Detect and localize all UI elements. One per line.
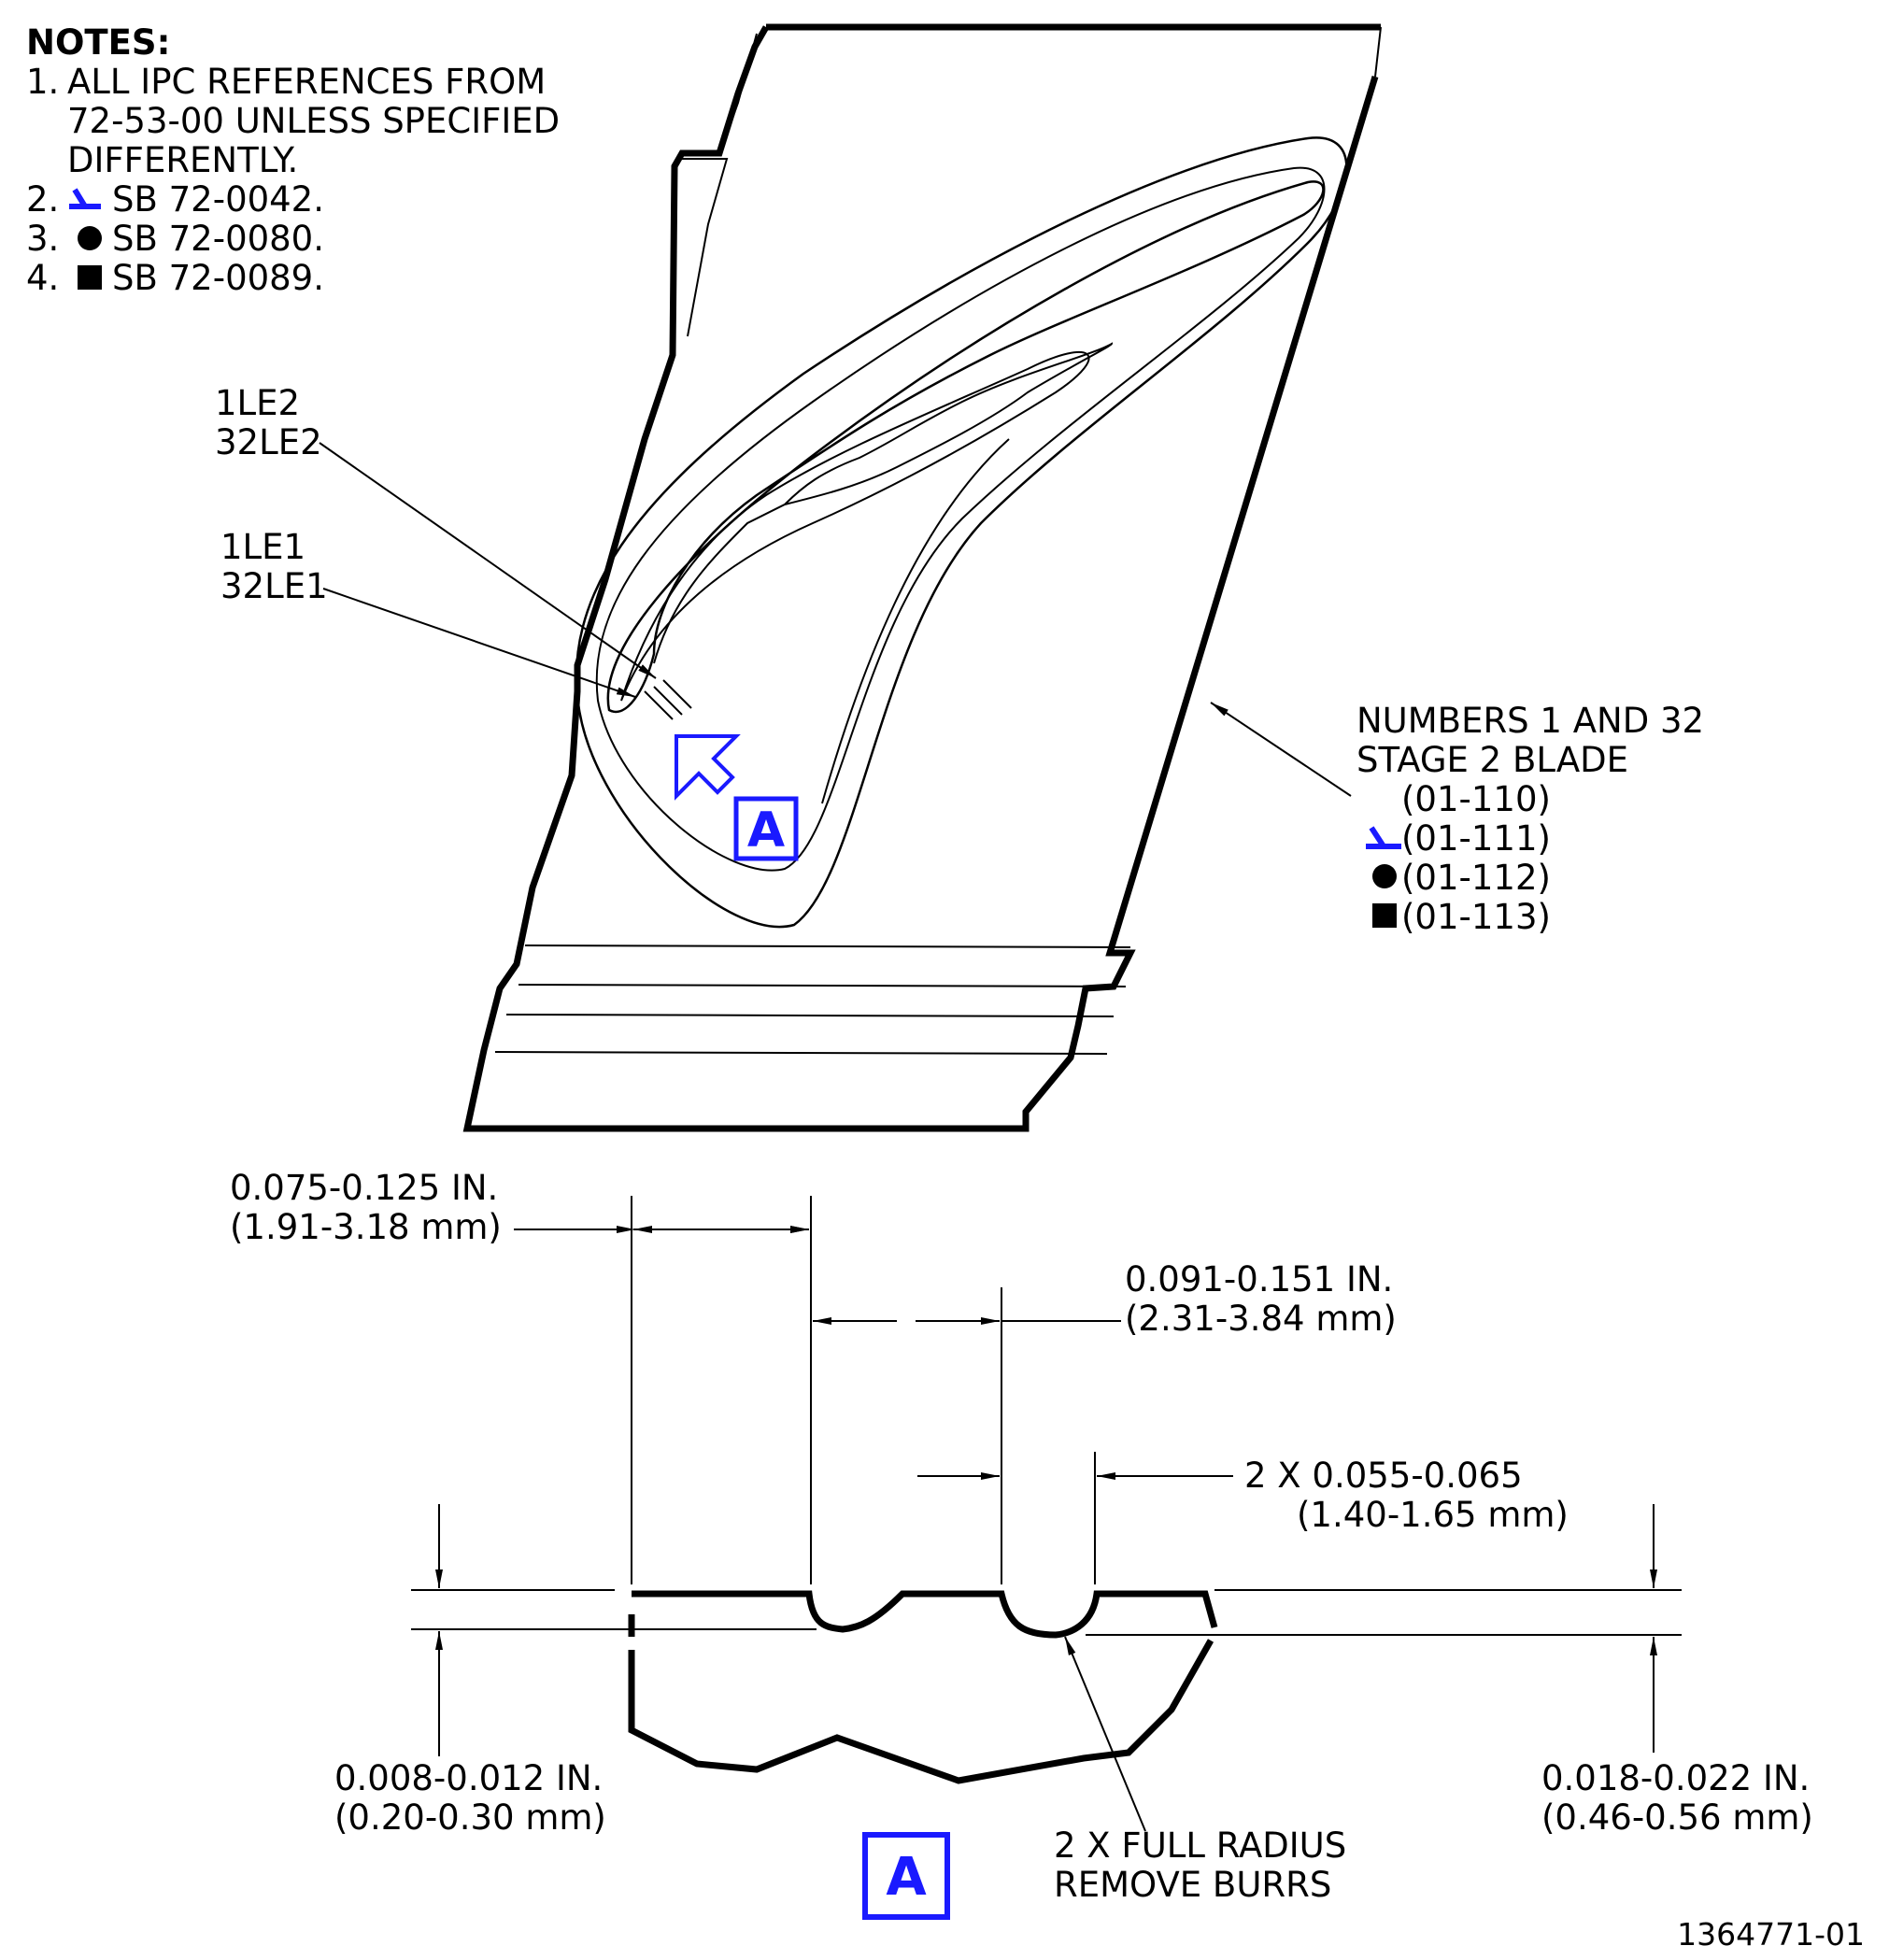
note-1-line-1: ALL IPC REFERENCES FROM	[67, 62, 546, 102]
dim1-inches: 0.075-0.125 IN.	[230, 1168, 498, 1208]
dim1-mm: (1.91-3.18 mm)	[230, 1207, 502, 1247]
platform-outline	[462, 25, 1379, 1132]
section-view-a-label: A	[886, 1847, 927, 1908]
note-2-number: 2.	[26, 179, 59, 220]
airfoil-tip-section	[606, 180, 1325, 714]
notes-heading: NOTES:	[26, 22, 170, 63]
filled-square-icon	[78, 265, 102, 290]
note-4-text: SB 72-0089.	[112, 258, 324, 298]
leader-le2	[319, 442, 657, 679]
filled-circle-icon	[1372, 864, 1397, 888]
note-3-text: SB 72-0080.	[112, 219, 324, 259]
note-1-line-2: 72-53-00 UNLESS SPECIFIED	[67, 101, 560, 141]
dim3-inches: 2 X 0.055-0.065	[1244, 1456, 1523, 1496]
leading-edge-marks	[644, 679, 692, 720]
dim4-mm: (0.20-0.30 mm)	[334, 1797, 606, 1838]
blade-part-01-113: (01-113)	[1401, 897, 1551, 937]
airfoil-inner-fillet	[595, 166, 1326, 872]
blade-part-01-110: (01-110)	[1401, 779, 1551, 819]
blade-title-line-1: NUMBERS 1 AND 32	[1356, 701, 1704, 741]
platform-step-inner	[680, 158, 729, 337]
blade-view: A	[462, 23, 1382, 1132]
leader-blade	[1210, 702, 1352, 797]
dim3-mm: (1.40-1.65 mm)	[1297, 1495, 1569, 1535]
view-direction-arrow-icon	[675, 734, 741, 801]
blue-check-icon	[1366, 826, 1401, 849]
root-band-3	[505, 1014, 1115, 1017]
leader-le1	[322, 588, 636, 698]
airfoil-tip-inner	[620, 350, 1090, 702]
platform-step-inner-2	[720, 33, 758, 150]
root-band-2	[518, 984, 1127, 987]
notes-block: NOTES: 1. ALL IPC REFERENCES FROM 72-53-…	[26, 22, 560, 298]
note-1-number: 1.	[26, 62, 59, 102]
view-a-label: A	[747, 802, 785, 859]
squealer-cavity	[653, 342, 1114, 664]
blade-part-01-111: (01-111)	[1401, 818, 1551, 859]
drawing-number: 1364771-01	[1677, 1916, 1865, 1953]
radius-note-line-1: 2 X FULL RADIUS	[1054, 1825, 1346, 1866]
note-2-text: SB 72-0042.	[112, 179, 324, 220]
platform-corner	[1374, 26, 1382, 78]
callout-1le2: 1LE2	[215, 383, 300, 423]
dim2-inches: 0.091-0.151 IN.	[1125, 1259, 1393, 1300]
section-bottom-profile	[628, 1639, 1214, 1784]
blue-check-icon	[69, 188, 101, 209]
callout-1le1: 1LE1	[220, 527, 305, 567]
trailing-edge-line	[821, 438, 1010, 804]
view-a-box	[733, 796, 799, 861]
callouts: 1LE2 32LE2 1LE1 32LE1 NUMBERS 1 AND 32 S…	[215, 383, 1704, 937]
root-band-4	[494, 1051, 1108, 1055]
dim2-mm: (2.31-3.84 mm)	[1125, 1299, 1397, 1339]
section-view-a: 0.075-0.125 IN. (1.91-3.18 mm) 0.091-0.1…	[230, 1168, 1813, 1920]
note-1-line-3: DIFFERENTLY.	[67, 140, 298, 180]
filled-square-icon	[1372, 903, 1397, 928]
radius-note-line-2: REMOVE BURRS	[1054, 1865, 1331, 1905]
callout-32le1: 32LE1	[220, 566, 328, 606]
dim4-inches: 0.008-0.012 IN.	[334, 1758, 603, 1798]
dim5-inches: 0.018-0.022 IN.	[1541, 1758, 1810, 1798]
section-top-profile	[632, 1590, 1218, 1639]
blade-title-line-2: STAGE 2 BLADE	[1356, 740, 1628, 780]
blade-part-01-112: (01-112)	[1401, 858, 1551, 898]
section-view-a-box	[862, 1832, 950, 1920]
note-3-number: 3.	[26, 219, 59, 259]
radius-leader	[1064, 1636, 1146, 1832]
note-4-number: 4.	[26, 258, 59, 298]
root-band-1	[524, 944, 1131, 948]
callout-32le2: 32LE2	[215, 422, 322, 462]
airfoil-outer-fillet	[575, 136, 1348, 929]
dim5-mm: (0.46-0.56 mm)	[1541, 1797, 1813, 1838]
filled-circle-icon	[78, 226, 102, 250]
